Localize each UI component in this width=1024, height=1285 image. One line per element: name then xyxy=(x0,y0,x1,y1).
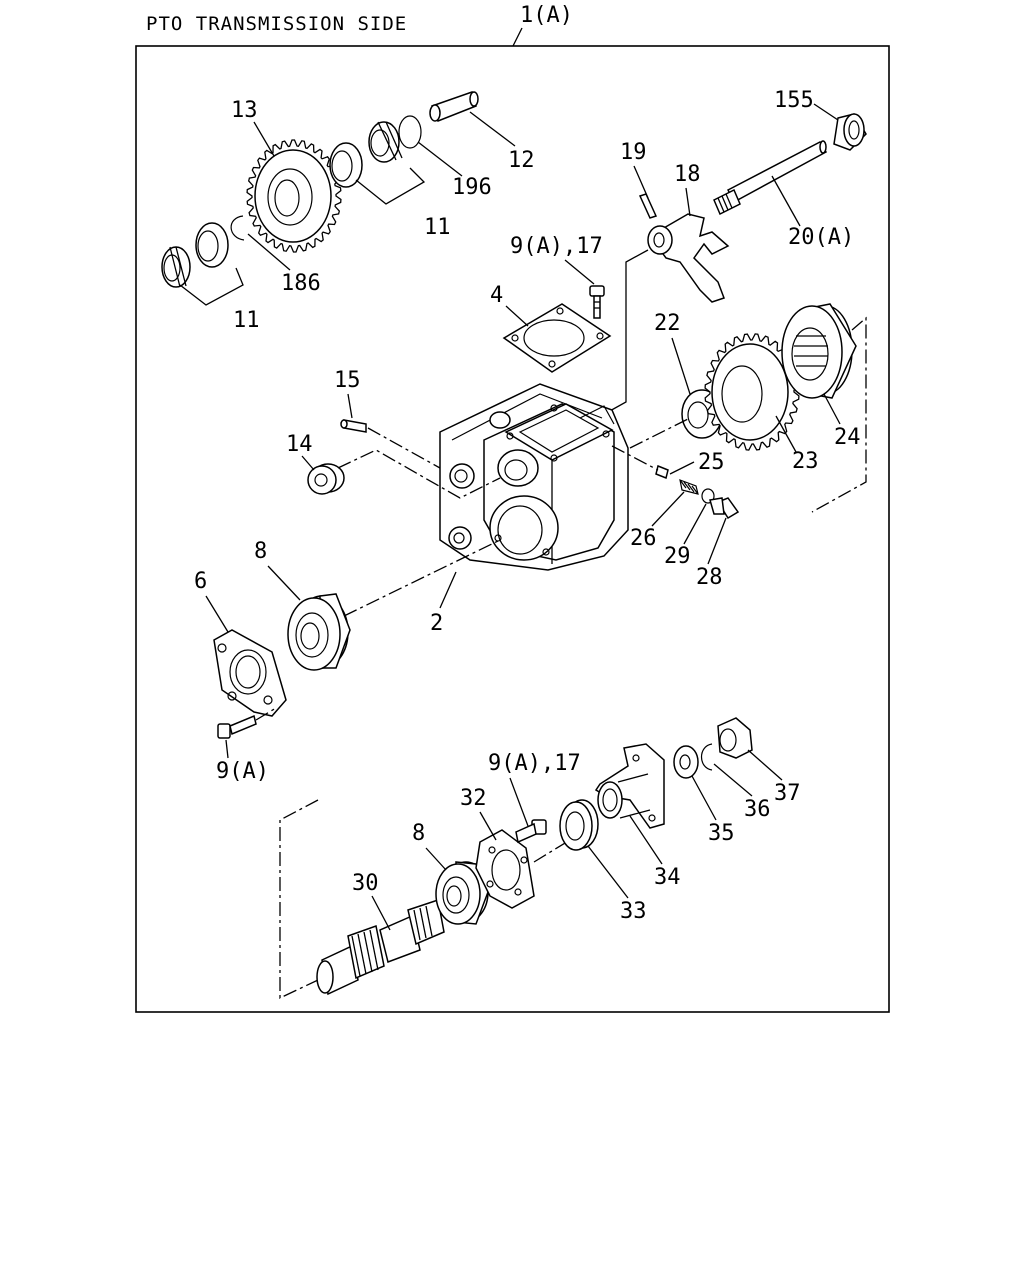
output-shaft-30 xyxy=(316,899,445,996)
retainer-32 xyxy=(475,829,535,909)
label-8-lower: 8 xyxy=(412,821,425,846)
washer-29 xyxy=(701,488,715,504)
label-23: 23 xyxy=(792,449,819,474)
label-12: 12 xyxy=(508,148,535,173)
label-9-17-top: 9(A),17 xyxy=(510,234,603,259)
label-19: 19 xyxy=(620,140,647,165)
snap-ring-36 xyxy=(700,743,713,771)
diagram-frame xyxy=(135,45,890,1013)
plug-28 xyxy=(709,497,740,520)
label-35: 35 xyxy=(708,821,735,846)
label-28: 28 xyxy=(696,565,723,590)
bearing-8-upper xyxy=(287,593,351,671)
label-14: 14 xyxy=(286,432,313,457)
snap-ring-186 xyxy=(230,215,245,241)
label-18: 18 xyxy=(674,162,701,187)
spring-26 xyxy=(679,479,699,495)
label-20: 20(A) xyxy=(788,225,854,250)
label-11-right: 11 xyxy=(424,215,451,240)
label-9-left: 9(A) xyxy=(216,759,269,784)
label-196: 196 xyxy=(452,175,492,200)
bolt-9-17-top xyxy=(589,285,605,319)
label-34: 34 xyxy=(654,865,681,890)
oil-seal-33 xyxy=(559,799,599,851)
label-30: 30 xyxy=(352,871,379,896)
cover-plate-4 xyxy=(502,303,612,373)
label-26: 26 xyxy=(630,526,657,551)
gear-13 xyxy=(246,139,342,253)
ball-25 xyxy=(655,464,669,480)
label-2: 2 xyxy=(430,611,443,636)
housing-2 xyxy=(439,383,629,571)
label-33: 33 xyxy=(620,899,647,924)
label-155: 155 xyxy=(774,88,814,113)
shift-shaft-20 xyxy=(713,140,828,216)
label-29: 29 xyxy=(664,544,691,569)
bearing-11-left xyxy=(161,222,229,288)
gear-23 xyxy=(704,333,800,451)
shift-fork-18 xyxy=(647,213,730,303)
label-22: 22 xyxy=(654,311,681,336)
label-4: 4 xyxy=(490,283,503,308)
label-36: 36 xyxy=(744,797,771,822)
assembly-label: 1(A) xyxy=(520,3,573,28)
bearing-11-right xyxy=(329,121,403,188)
bolt-9-17-bottom xyxy=(515,819,547,844)
label-186: 186 xyxy=(281,271,321,296)
cover-6 xyxy=(213,629,287,717)
nut-37 xyxy=(717,717,753,759)
label-24: 24 xyxy=(834,425,861,450)
bolt-9-left xyxy=(217,714,257,739)
label-32: 32 xyxy=(460,786,487,811)
dowel-pin-15 xyxy=(340,419,367,433)
sleeve-24 xyxy=(781,303,857,399)
label-37: 37 xyxy=(774,781,801,806)
bushing-155 xyxy=(833,113,867,151)
label-25: 25 xyxy=(698,450,725,475)
pin-12 xyxy=(429,91,479,122)
ring-196 xyxy=(398,115,422,149)
label-9-17-bottom: 9(A),17 xyxy=(488,751,581,776)
label-15: 15 xyxy=(334,368,361,393)
label-13: 13 xyxy=(231,98,258,123)
bushing-14 xyxy=(307,463,345,495)
washer-35 xyxy=(673,745,699,779)
label-6: 6 xyxy=(194,569,207,594)
flange-housing-34 xyxy=(594,743,665,829)
assembly-leader xyxy=(512,27,523,47)
diagram-title: PTO TRANSMISSION SIDE xyxy=(146,13,407,35)
pin-19 xyxy=(638,193,658,219)
label-11-left: 11 xyxy=(233,308,260,333)
label-8-upper: 8 xyxy=(254,539,267,564)
